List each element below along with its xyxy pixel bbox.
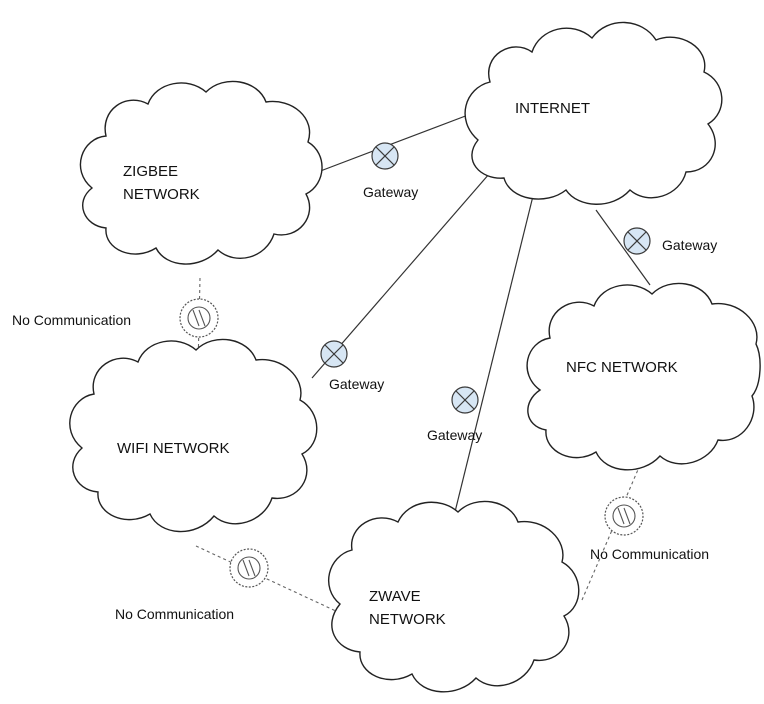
gateway-wifi <box>320 340 348 368</box>
wifi-cloud <box>69 338 318 533</box>
nolink-wifi-zwave <box>195 545 339 613</box>
gateway-nfc <box>623 227 651 255</box>
zigbee-cloud <box>79 80 323 265</box>
no-communication-icon-wifi-zwave <box>229 548 269 588</box>
gateway-label-wifi: Gateway <box>329 376 384 392</box>
no-communication-label-wifi-zwave: No Communication <box>115 606 234 622</box>
nfc-cloud <box>526 282 761 471</box>
gateway-label-nfc: Gateway <box>662 237 717 253</box>
gateway-label-zigbee: Gateway <box>363 184 418 200</box>
wifi-label: WIFI NETWORK <box>117 440 230 457</box>
link-wifi-internet <box>311 165 497 379</box>
no-communication-label-zigbee-wifi: No Communication <box>12 312 131 328</box>
zigbee-label-line2: NETWORK <box>123 186 200 203</box>
gateway-zigbee <box>371 142 399 170</box>
no-communication-label-nfc-zwave: No Communication <box>590 546 709 562</box>
internet-label: INTERNET <box>515 100 590 117</box>
internet-cloud <box>464 21 723 205</box>
zwave-cloud <box>327 500 580 693</box>
zwave-label-line1: ZWAVE <box>369 588 421 605</box>
zigbee-label-line1: ZIGBEE <box>123 163 178 180</box>
gateway-label-zwave: Gateway <box>427 427 482 443</box>
no-communication-icon-zigbee-wifi <box>179 298 219 338</box>
zwave-label-line2: NETWORK <box>369 611 446 628</box>
gateway-zwave <box>451 386 479 414</box>
link-zwave-internet <box>451 195 534 525</box>
nolink-zwave-nfc <box>581 464 641 601</box>
nfc-label: NFC NETWORK <box>566 359 678 376</box>
no-communication-icon-nfc-zwave <box>604 496 644 536</box>
link-nfc-internet <box>595 209 651 286</box>
